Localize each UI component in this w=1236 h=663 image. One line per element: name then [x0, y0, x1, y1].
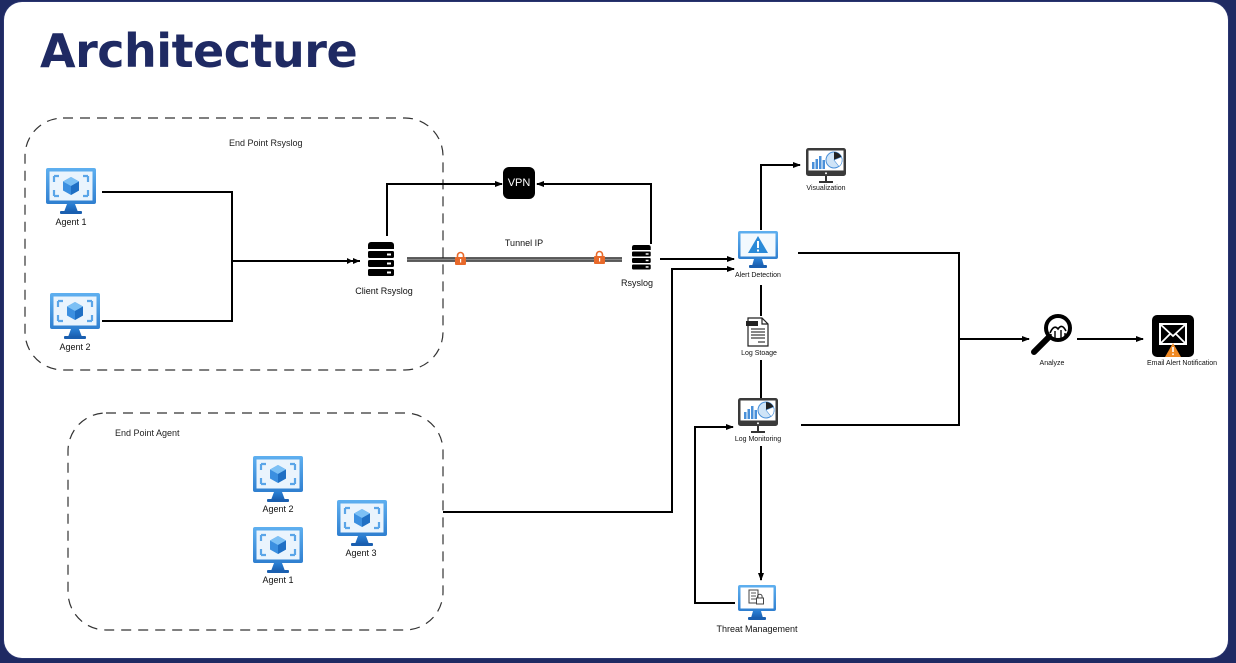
lock-icon: [594, 250, 605, 264]
page-title: Architecture: [40, 24, 358, 78]
virtual-machine-icon: [48, 291, 102, 341]
node-label-vpn: VPN: [507, 177, 531, 189]
node-label-log-storage: Log Stoage: [741, 350, 777, 357]
tunnel-ip-edge: [407, 257, 622, 262]
group-label-endpoint-agent: End Point Agent: [115, 428, 180, 438]
edge-client-rsyslog-to-vpn: [386, 181, 503, 236]
node-label-agent-1: Agent 1: [262, 575, 294, 585]
alert-monitor-icon: [738, 231, 778, 268]
lock-icon: [455, 251, 466, 265]
node-label-visualization: Visualization: [806, 185, 846, 192]
vpn-icon: [503, 167, 535, 199]
dashboard-monitor-icon: [805, 147, 847, 184]
magnifier-icon: [1031, 314, 1072, 355]
server-icon: [632, 245, 651, 270]
virtual-machine-icon: [251, 454, 305, 504]
edge-label-tunnel-ip: Tunnel IP: [504, 238, 544, 248]
virtual-machine-icon: [335, 498, 389, 548]
edge-endpoint-agent-to-alert-detection: [443, 266, 735, 513]
group-endpoint-rsyslog-box: [24, 117, 444, 371]
log-file-icon: [746, 317, 769, 347]
slide-card: [4, 2, 1228, 658]
node-label-threat-management: Threat Management: [716, 624, 798, 634]
node-label-agent-2: Agent 2: [262, 504, 294, 514]
node-label-email-alert: Email Alert Notification: [1146, 360, 1218, 367]
threat-monitor-icon: [738, 585, 776, 620]
node-label-agent-3: Agent 3: [345, 548, 377, 558]
node-label-agent-1: Agent 1: [55, 217, 87, 227]
node-label-rsyslog: Rsyslog: [620, 278, 654, 288]
edge-merge-to-analyze: [798, 252, 960, 426]
email-alert-icon: [1152, 315, 1194, 357]
edge-alert-to-visualization: [760, 162, 801, 230]
node-label-log-monitoring: Log Monitoring: [734, 436, 782, 443]
edge-threat-to-log-monitoring: [694, 424, 735, 604]
virtual-machine-icon: [251, 525, 305, 575]
dashboard-monitor-icon: [737, 397, 779, 434]
node-label-analyze: Analyze: [1039, 360, 1065, 367]
group-label-endpoint-rsyslog: End Point Rsyslog: [229, 138, 303, 148]
edge-agents-merge: [102, 191, 233, 322]
node-label-alert-detection: Alert Detection: [735, 272, 781, 279]
edge-rsyslog-to-vpn: [536, 181, 652, 244]
node-label-agent-2: Agent 2: [59, 342, 91, 352]
virtual-machine-icon: [44, 166, 98, 216]
node-label-client-rsyslog: Client Rsyslog: [355, 286, 413, 296]
group-endpoint-agent-box: [67, 412, 444, 631]
server-icon: [368, 242, 394, 276]
